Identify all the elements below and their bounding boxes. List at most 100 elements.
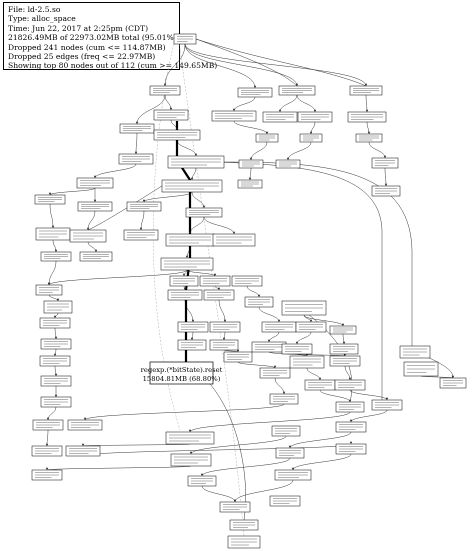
- legend-dropped-edges: Dropped 25 edges (freq <= 22.97MB): [8, 52, 156, 62]
- graph-node[interactable]: [119, 123, 155, 134]
- graph-node[interactable]: [269, 393, 299, 405]
- graph-node[interactable]: [251, 341, 287, 353]
- graph-node[interactable]: [274, 469, 312, 481]
- graph-node[interactable]: [223, 351, 253, 363]
- graph-node[interactable]: [170, 453, 212, 467]
- graph-node[interactable]: [299, 133, 323, 143]
- graph-node[interactable]: [399, 345, 431, 359]
- graph-node[interactable]: [259, 367, 291, 379]
- graph-node[interactable]: [149, 85, 181, 96]
- graph-node[interactable]: [334, 379, 366, 391]
- graph-node[interactable]: [40, 251, 72, 262]
- graph-node[interactable]: [281, 300, 327, 316]
- graph-node[interactable]: [39, 317, 71, 329]
- graph-node[interactable]: [35, 284, 63, 296]
- graph-node[interactable]: [40, 338, 72, 350]
- graph-node[interactable]: [269, 495, 301, 507]
- graph-node[interactable]: [355, 133, 383, 143]
- graph-node[interactable]: [304, 379, 336, 391]
- graph-node[interactable]: [43, 300, 73, 314]
- graph-node[interactable]: [199, 275, 231, 287]
- graph-node[interactable]: [219, 501, 251, 513]
- graph-node[interactable]: [79, 251, 113, 262]
- graph-node[interactable]: [34, 194, 66, 205]
- graph-node[interactable]: [227, 535, 261, 549]
- graph-node[interactable]: [35, 227, 71, 241]
- graph-node[interactable]: [329, 355, 361, 367]
- graph-node[interactable]: [439, 377, 467, 389]
- graph-node[interactable]: [335, 401, 365, 413]
- graph-node[interactable]: [165, 431, 215, 445]
- graph-node[interactable]: [297, 111, 333, 123]
- graph-node[interactable]: [76, 177, 114, 189]
- graph-edge: [48, 294, 59, 302]
- edge-arrowhead: [213, 273, 217, 276]
- graph-node[interactable]: [167, 155, 225, 169]
- edge-arrowhead: [45, 467, 49, 470]
- graph-node[interactable]: [203, 289, 235, 301]
- edge-arrowhead: [278, 109, 282, 112]
- hot-node[interactable]: regexp.(*bitState).reset 15804.81MB (68.…: [141, 361, 223, 385]
- graph-node[interactable]: [177, 321, 209, 333]
- graph-node[interactable]: [281, 343, 313, 355]
- graph-node[interactable]: [349, 85, 383, 96]
- graph-node[interactable]: [244, 296, 274, 308]
- graph-node[interactable]: [161, 179, 223, 193]
- graph-node[interactable]: [371, 399, 403, 411]
- graph-node[interactable]: [262, 111, 298, 123]
- graph-node[interactable]: [295, 321, 327, 333]
- graph-node[interactable]: [255, 133, 279, 143]
- graph-node[interactable]: [165, 233, 215, 247]
- graph-node[interactable]: [229, 519, 259, 531]
- graph-node[interactable]: [209, 321, 241, 333]
- graph-edge: [164, 94, 172, 111]
- graph-edge: [279, 94, 298, 113]
- graph-node[interactable]: [347, 111, 387, 123]
- graph-node[interactable]: [329, 343, 359, 355]
- graph-node[interactable]: [169, 275, 199, 287]
- edge-arrowhead: [291, 467, 295, 470]
- graph-node[interactable]: [118, 153, 154, 165]
- graph-node[interactable]: [126, 201, 162, 212]
- graph-node[interactable]: [77, 201, 113, 212]
- graph-node[interactable]: [289, 355, 325, 369]
- graph-node[interactable]: [335, 443, 367, 455]
- graph-node[interactable]: [39, 355, 71, 367]
- graph-node[interactable]: [371, 157, 399, 169]
- graph-node[interactable]: [123, 229, 159, 241]
- graph-node[interactable]: [237, 87, 273, 98]
- graph-node[interactable]: [329, 325, 357, 335]
- graph-node[interactable]: [153, 129, 201, 141]
- graph-node[interactable]: [211, 110, 257, 122]
- graph-node[interactable]: [167, 289, 203, 301]
- graph-node[interactable]: [67, 419, 103, 431]
- graph-node[interactable]: [237, 179, 263, 189]
- graph-node[interactable]: [160, 257, 214, 271]
- edge-arrowhead: [223, 319, 227, 322]
- graph-node[interactable]: [212, 233, 256, 247]
- graph-node[interactable]: [185, 207, 223, 218]
- graph-node[interactable]: [153, 109, 189, 121]
- graph-edge: [246, 285, 260, 298]
- graph-node[interactable]: [187, 475, 217, 487]
- graph-node[interactable]: [261, 321, 297, 333]
- graph-node[interactable]: [275, 447, 305, 459]
- graph-node[interactable]: [335, 421, 367, 433]
- graph-node[interactable]: [209, 339, 239, 351]
- graph-node[interactable]: [275, 159, 301, 169]
- graph-node[interactable]: [371, 185, 401, 197]
- graph-node[interactable]: [173, 33, 197, 45]
- graph-node[interactable]: [40, 375, 72, 387]
- graph-node[interactable]: [69, 229, 107, 243]
- graph-node[interactable]: [32, 419, 64, 431]
- graph-node[interactable]: [403, 361, 439, 377]
- graph-node[interactable]: [231, 275, 263, 287]
- graph-node[interactable]: [177, 339, 207, 351]
- graph-node[interactable]: [31, 469, 63, 481]
- graph-node[interactable]: [271, 425, 301, 437]
- graph-node[interactable]: [278, 85, 316, 96]
- graph-node[interactable]: [31, 445, 63, 457]
- graph-node[interactable]: [40, 396, 72, 408]
- graph-node[interactable]: [65, 445, 101, 457]
- graph-node[interactable]: [238, 159, 264, 169]
